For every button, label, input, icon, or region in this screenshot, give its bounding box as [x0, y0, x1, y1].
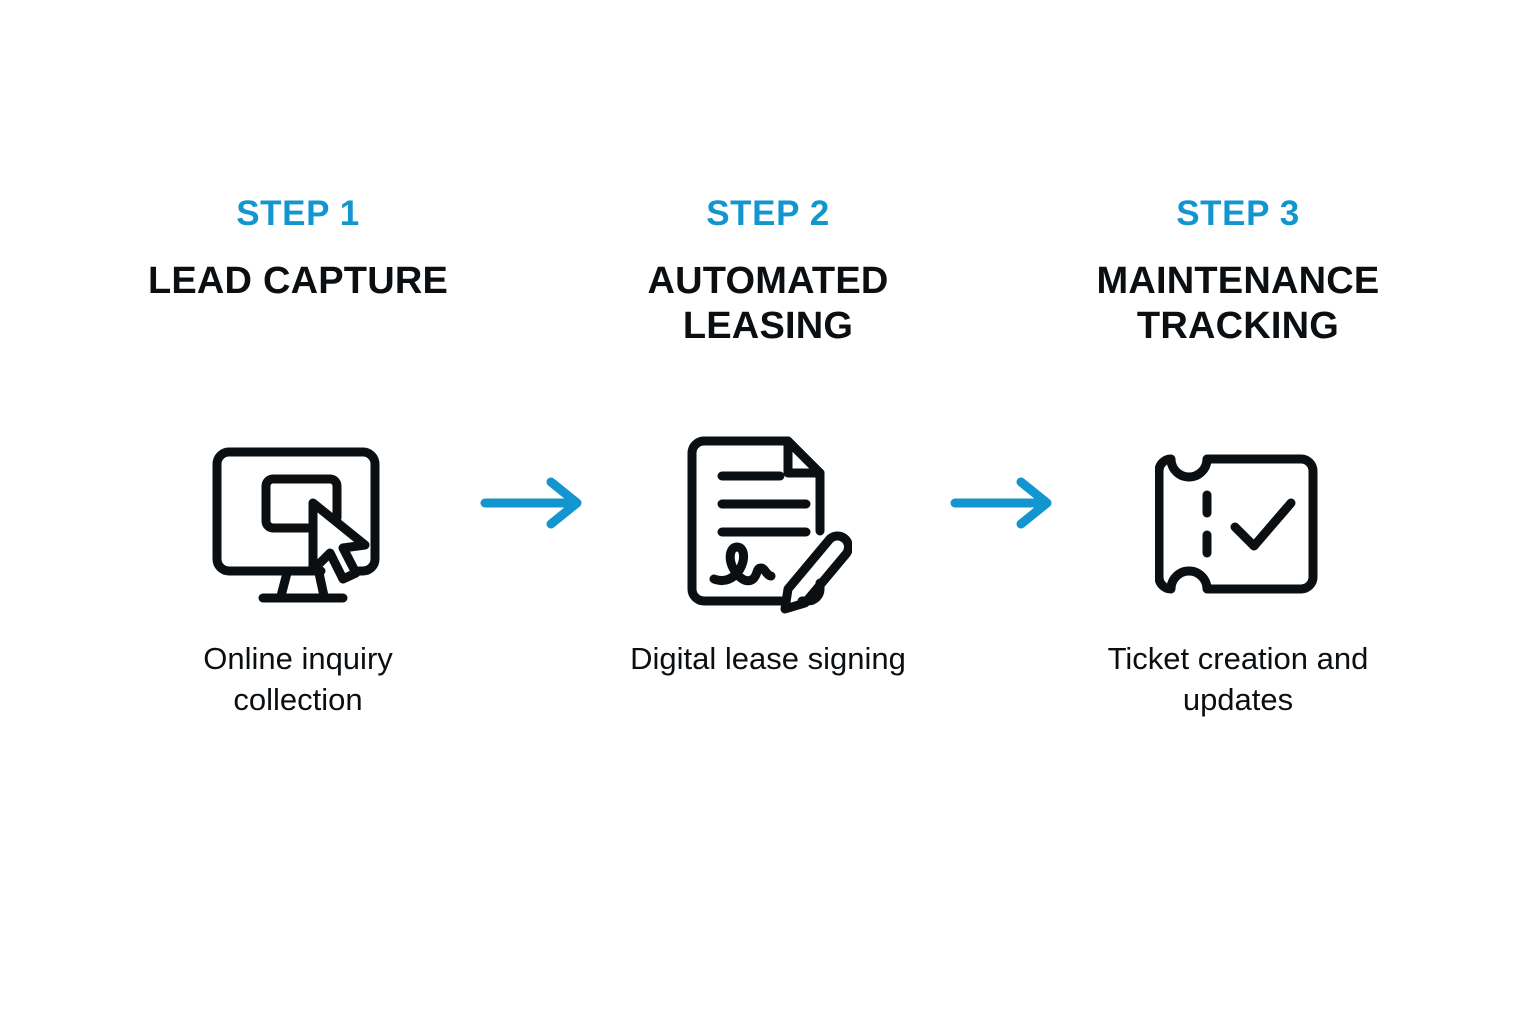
step-2-title-box: AUTOMATED LEASING — [603, 259, 933, 409]
step-3-icon-wrap — [1155, 409, 1321, 639]
step-2-eyebrow: STEP 2 — [706, 194, 830, 233]
step-3-caption: Ticket creation and updates — [1107, 641, 1369, 717]
arrow-right-icon — [479, 474, 587, 532]
connector-1-cell — [463, 196, 603, 532]
step-1: STEP 1 LEAD CAPTURE — [133, 196, 463, 759]
ticket-check-icon — [1155, 451, 1321, 597]
monitor-cursor-icon — [203, 442, 393, 607]
step-1-icon-wrap — [203, 409, 393, 639]
step-2-icon-wrap — [684, 409, 852, 639]
step-3-title: MAINTENANCE TRACKING — [1096, 260, 1380, 347]
arrow-right-icon — [949, 474, 1057, 532]
step-1-eyebrow: STEP 1 — [236, 194, 360, 233]
step-2-caption: Digital lease signing — [630, 641, 906, 676]
step-3-eyebrow: STEP 3 — [1176, 194, 1300, 233]
connector-2-cell — [933, 196, 1073, 532]
step-1-caption-box: Online inquiry collection — [138, 639, 458, 759]
step-1-title: LEAD CAPTURE — [147, 260, 449, 302]
step-2-title: AUTOMATED LEASING — [647, 260, 889, 347]
step-2: STEP 2 AUTOMATED LEASING — [603, 196, 933, 759]
step-3: STEP 3 MAINTENANCE TRACKING — [1073, 196, 1403, 759]
step-1-title-box: LEAD CAPTURE — [148, 259, 448, 409]
step-3-title-box: MAINTENANCE TRACKING — [1073, 259, 1403, 409]
step-1-caption: Online inquiry collection — [203, 641, 393, 717]
signed-document-pen-icon — [684, 433, 852, 615]
step-2-caption-box: Digital lease signing — [630, 639, 906, 759]
step-3-caption-box: Ticket creation and updates — [1078, 639, 1398, 759]
process-flow: STEP 1 LEAD CAPTURE — [0, 196, 1536, 759]
